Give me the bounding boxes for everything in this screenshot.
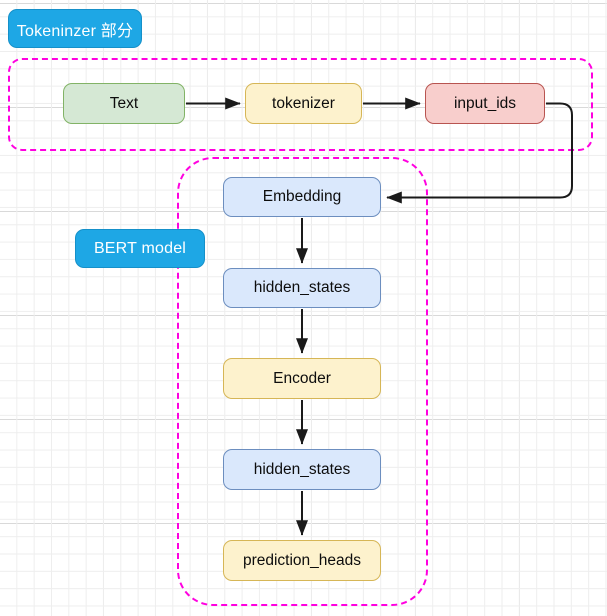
node-encoder[interactable]: Encoder [223, 358, 381, 399]
bert-model-group-label[interactable]: BERT model [75, 229, 205, 268]
node-prediction-heads[interactable]: prediction_heads [223, 540, 381, 581]
node-tokenizer[interactable]: tokenizer [245, 83, 362, 124]
node-text[interactable]: Text [63, 83, 185, 124]
node-embedding[interactable]: Embedding [223, 177, 381, 217]
node-hidden-states-2[interactable]: hidden_states [223, 449, 381, 490]
bert-model-group-boundary [177, 157, 428, 606]
tokenizer-group-boundary [8, 58, 593, 151]
tokenizer-group-label[interactable]: Tokeninzer 部分 [8, 9, 142, 48]
node-input-ids[interactable]: input_ids [425, 83, 545, 124]
node-hidden-states-1[interactable]: hidden_states [223, 268, 381, 308]
edge-input-ids-to-embedding [386, 102, 573, 204]
